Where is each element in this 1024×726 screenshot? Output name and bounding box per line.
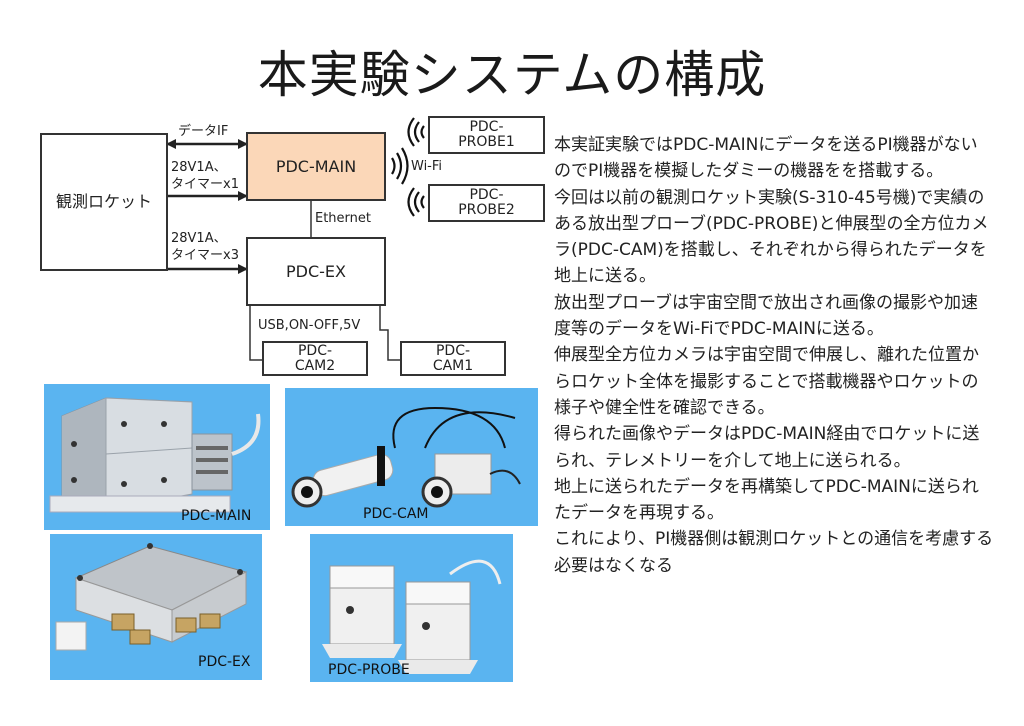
pdc-ex-caption: PDC-EX: [198, 654, 251, 670]
description-paragraph-7: これにより、PI機器側は観測ロケットとの通信を考慮する必要はなくなる: [554, 529, 994, 576]
pdc-ex-illustration: [50, 534, 262, 680]
power-ex-label-1: 28V1A、: [171, 231, 227, 246]
pdc-probe-photo: PDC-PROBE: [310, 534, 513, 682]
description-paragraph-2: 今回は以前の観測ロケット実験(S-310-45号機)で実績のある放出型プローブ(…: [554, 187, 989, 287]
pdc-probe2-box: PDC- PROBE2: [428, 184, 545, 222]
description-paragraph-5: 得られた画像やデータはPDC-MAIN経由でロケットに送られ、テレメトリーを介し…: [554, 424, 980, 471]
pdc-main-box: PDC-MAIN: [246, 132, 386, 201]
pdc-cam1-box: PDC- CAM1: [400, 341, 506, 376]
power-ex-label-2: タイマーx3: [171, 248, 239, 263]
power-main-label-1: 28V1A、: [171, 160, 227, 175]
power-main-label-2: タイマーx1: [171, 177, 239, 192]
pdc-cam2-box: PDC- CAM2: [262, 341, 368, 376]
pdc-cam-photo: PDC-CAM: [285, 388, 538, 526]
pdc-ex-box: PDC-EX: [246, 237, 386, 306]
description-paragraph-6: 地上に送られたデータを再構築してPDC-MAINに送られたデータを再現する。: [554, 476, 979, 524]
pdc-probe-caption: PDC-PROBE: [328, 662, 410, 678]
description-text: 本実証実験ではPDC-MAINにデータを送るPI機器がないのでPI機器を模擬した…: [554, 132, 994, 579]
rocket-box: 観測ロケット: [40, 133, 168, 271]
pdc-ex-photo: PDC-EX: [50, 534, 262, 680]
pdc-probe-illustration: [310, 534, 513, 682]
usb-line-cam2: [249, 306, 262, 361]
pdc-main-photo: PDC-MAIN: [44, 384, 270, 530]
ethernet-label: Ethernet: [315, 211, 371, 226]
pdc-cam-caption: PDC-CAM: [363, 506, 429, 522]
wifi-label: Wi-Fi: [411, 159, 443, 174]
usb-label: USB,ON-OFF,5V: [258, 318, 361, 333]
data-if-label: データIF: [178, 124, 229, 139]
usb-line-cam1: [379, 306, 400, 361]
diagram-connectors: [166, 117, 425, 361]
pdc-probe1-box: PDC- PROBE1: [428, 116, 545, 154]
wifi-waves-main: [391, 147, 409, 185]
pdc-cam-illustration: [285, 388, 538, 526]
description-paragraph-3: 放出型プローブは宇宙空間で放出され画像の撮影や加速度等のデータをWi-FiでPD…: [554, 292, 978, 340]
description-paragraph-4: 伸展型全方位カメラは宇宙空間で伸展し、離れた位置からロケット全体を撮影することで…: [554, 345, 979, 418]
wifi-waves-probe1: [407, 117, 425, 147]
page-title: 本実験システムの構成: [257, 46, 767, 104]
pdc-main-illustration: [44, 384, 270, 530]
wifi-waves-probe2: [407, 187, 425, 217]
pdc-main-caption: PDC-MAIN: [181, 508, 252, 524]
description-paragraph-1: 本実証実験ではPDC-MAINにデータを送るPI機器がないのでPI機器を模擬した…: [554, 135, 978, 182]
